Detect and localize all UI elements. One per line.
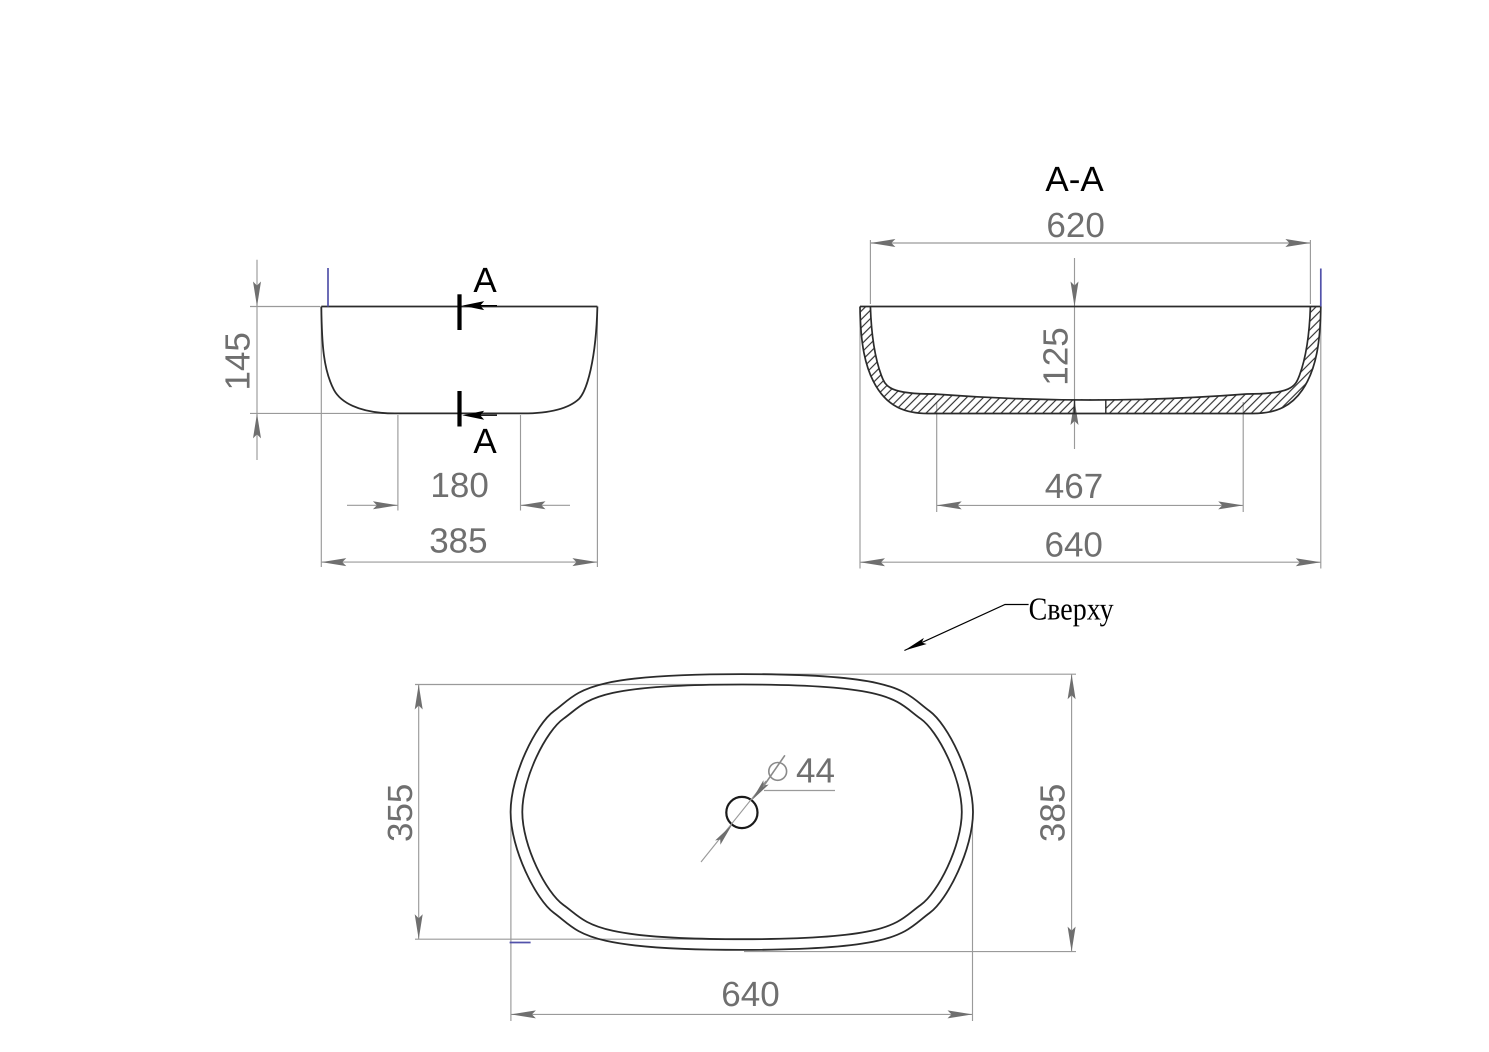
svg-text:640: 640 (721, 975, 779, 1014)
svg-text:A-A: A-A (1045, 160, 1104, 199)
svg-text:355: 355 (381, 784, 420, 842)
svg-text:385: 385 (429, 521, 487, 560)
svg-text:145: 145 (219, 332, 258, 390)
svg-text:640: 640 (1044, 525, 1102, 564)
svg-text:467: 467 (1045, 467, 1103, 506)
svg-text:A: A (473, 261, 497, 300)
svg-text:180: 180 (430, 466, 488, 505)
svg-text:44: 44 (796, 752, 835, 791)
svg-text:385: 385 (1034, 784, 1073, 842)
svg-text:125: 125 (1037, 327, 1076, 385)
svg-text:620: 620 (1046, 206, 1104, 245)
svg-text:A: A (473, 422, 497, 461)
svg-text:Сверху: Сверху (1029, 591, 1114, 627)
